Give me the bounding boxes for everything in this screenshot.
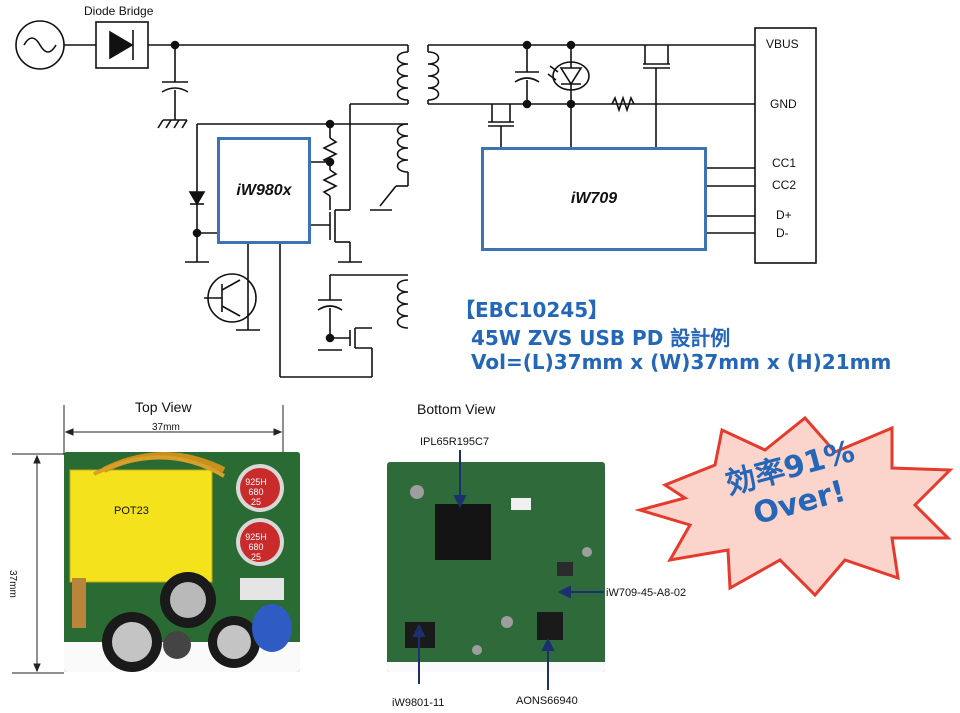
vbus-mosfet-symbol bbox=[643, 45, 670, 148]
transformer-primary-symbol bbox=[349, 45, 409, 200]
lower-network bbox=[279, 244, 409, 378]
sense-resistor-symbol bbox=[611, 95, 635, 113]
output-capacitor-symbol bbox=[514, 45, 540, 104]
ac-source-symbol bbox=[15, 20, 96, 70]
bipolar-transistor-symbol bbox=[204, 244, 260, 331]
top-view-board bbox=[64, 452, 300, 672]
pin-cc1-label: CC1 bbox=[772, 156, 797, 170]
input-capacitor-symbol bbox=[157, 45, 189, 129]
spec-line-1: 45W ZVS USB PD 設計例 bbox=[471, 326, 731, 350]
transformer-label: POT23 bbox=[114, 505, 149, 517]
ic-label-iw9801: iW9801-11 bbox=[392, 697, 445, 709]
cap2-label: 925H 680 25 bbox=[245, 532, 267, 562]
transformer-secondary-symbol bbox=[427, 40, 755, 109]
bottom-view-photo bbox=[387, 462, 605, 672]
usb-connector-box bbox=[754, 27, 817, 264]
spec-line-2: Vol=(L)37mm x (W)37mm x (H)21mm bbox=[471, 350, 892, 374]
pin-dplus-label: D+ bbox=[776, 208, 792, 222]
pin-cc2-label: CC2 bbox=[772, 178, 797, 192]
spec-part-number: 【EBC10245】 bbox=[455, 298, 609, 322]
sr-mosfet-symbol bbox=[488, 104, 514, 148]
optocoupler-symbol bbox=[547, 45, 590, 148]
bottom-view-board bbox=[387, 462, 605, 672]
top-view-dimensions bbox=[12, 405, 284, 674]
primary-network bbox=[185, 119, 409, 263]
bottom-view-title: Bottom View bbox=[417, 401, 496, 417]
pin-dminus-label: D- bbox=[776, 226, 789, 240]
schematic bbox=[15, 20, 817, 378]
top-view-width-label: 37mm bbox=[152, 422, 180, 433]
iw709-signal-lines bbox=[707, 167, 755, 234]
efficiency-burst bbox=[634, 415, 954, 598]
diode-bridge-symbol bbox=[95, 21, 408, 69]
iw980x-chip: iW980x bbox=[217, 137, 311, 244]
ic-label-ipl65r195c7: IPL65R195C7 bbox=[420, 436, 490, 448]
ic-label-iw709: iW709-45-A8-02 bbox=[606, 587, 687, 599]
iw709-chip: iW709 bbox=[481, 147, 707, 251]
top-view-height-label: 37mm bbox=[7, 570, 18, 598]
main-mosfet-symbol bbox=[310, 200, 362, 263]
diode-bridge-label: Diode Bridge bbox=[84, 4, 154, 18]
pin-vbus-label: VBUS bbox=[766, 37, 799, 51]
cap1-label: 925H 680 25 bbox=[245, 477, 267, 507]
ic-label-aons66940: AONS66940 bbox=[516, 695, 578, 707]
top-view-title: Top View bbox=[135, 399, 192, 415]
top-view-photo bbox=[64, 452, 300, 672]
pin-gnd-label: GND bbox=[770, 97, 797, 111]
